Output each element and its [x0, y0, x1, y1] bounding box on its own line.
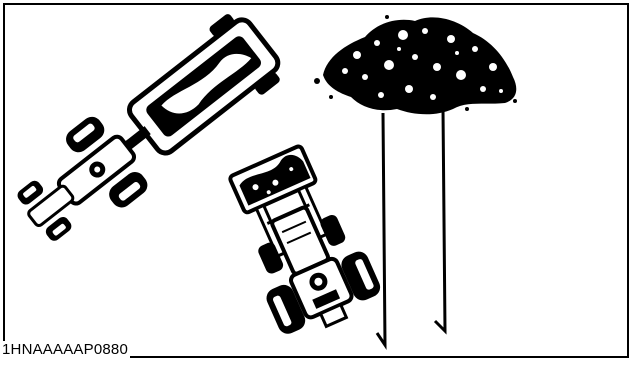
loading-path-lines — [377, 109, 445, 345]
figure-code: 1HNAAAAAP0880 — [2, 341, 130, 358]
illustration-frame — [3, 3, 629, 358]
tractor-with-trailer-icon — [5, 5, 292, 257]
material-pile-icon — [314, 15, 517, 114]
tractor-and-loader-loading-trailer-icon — [5, 5, 627, 356]
front-loader-icon — [214, 139, 386, 345]
